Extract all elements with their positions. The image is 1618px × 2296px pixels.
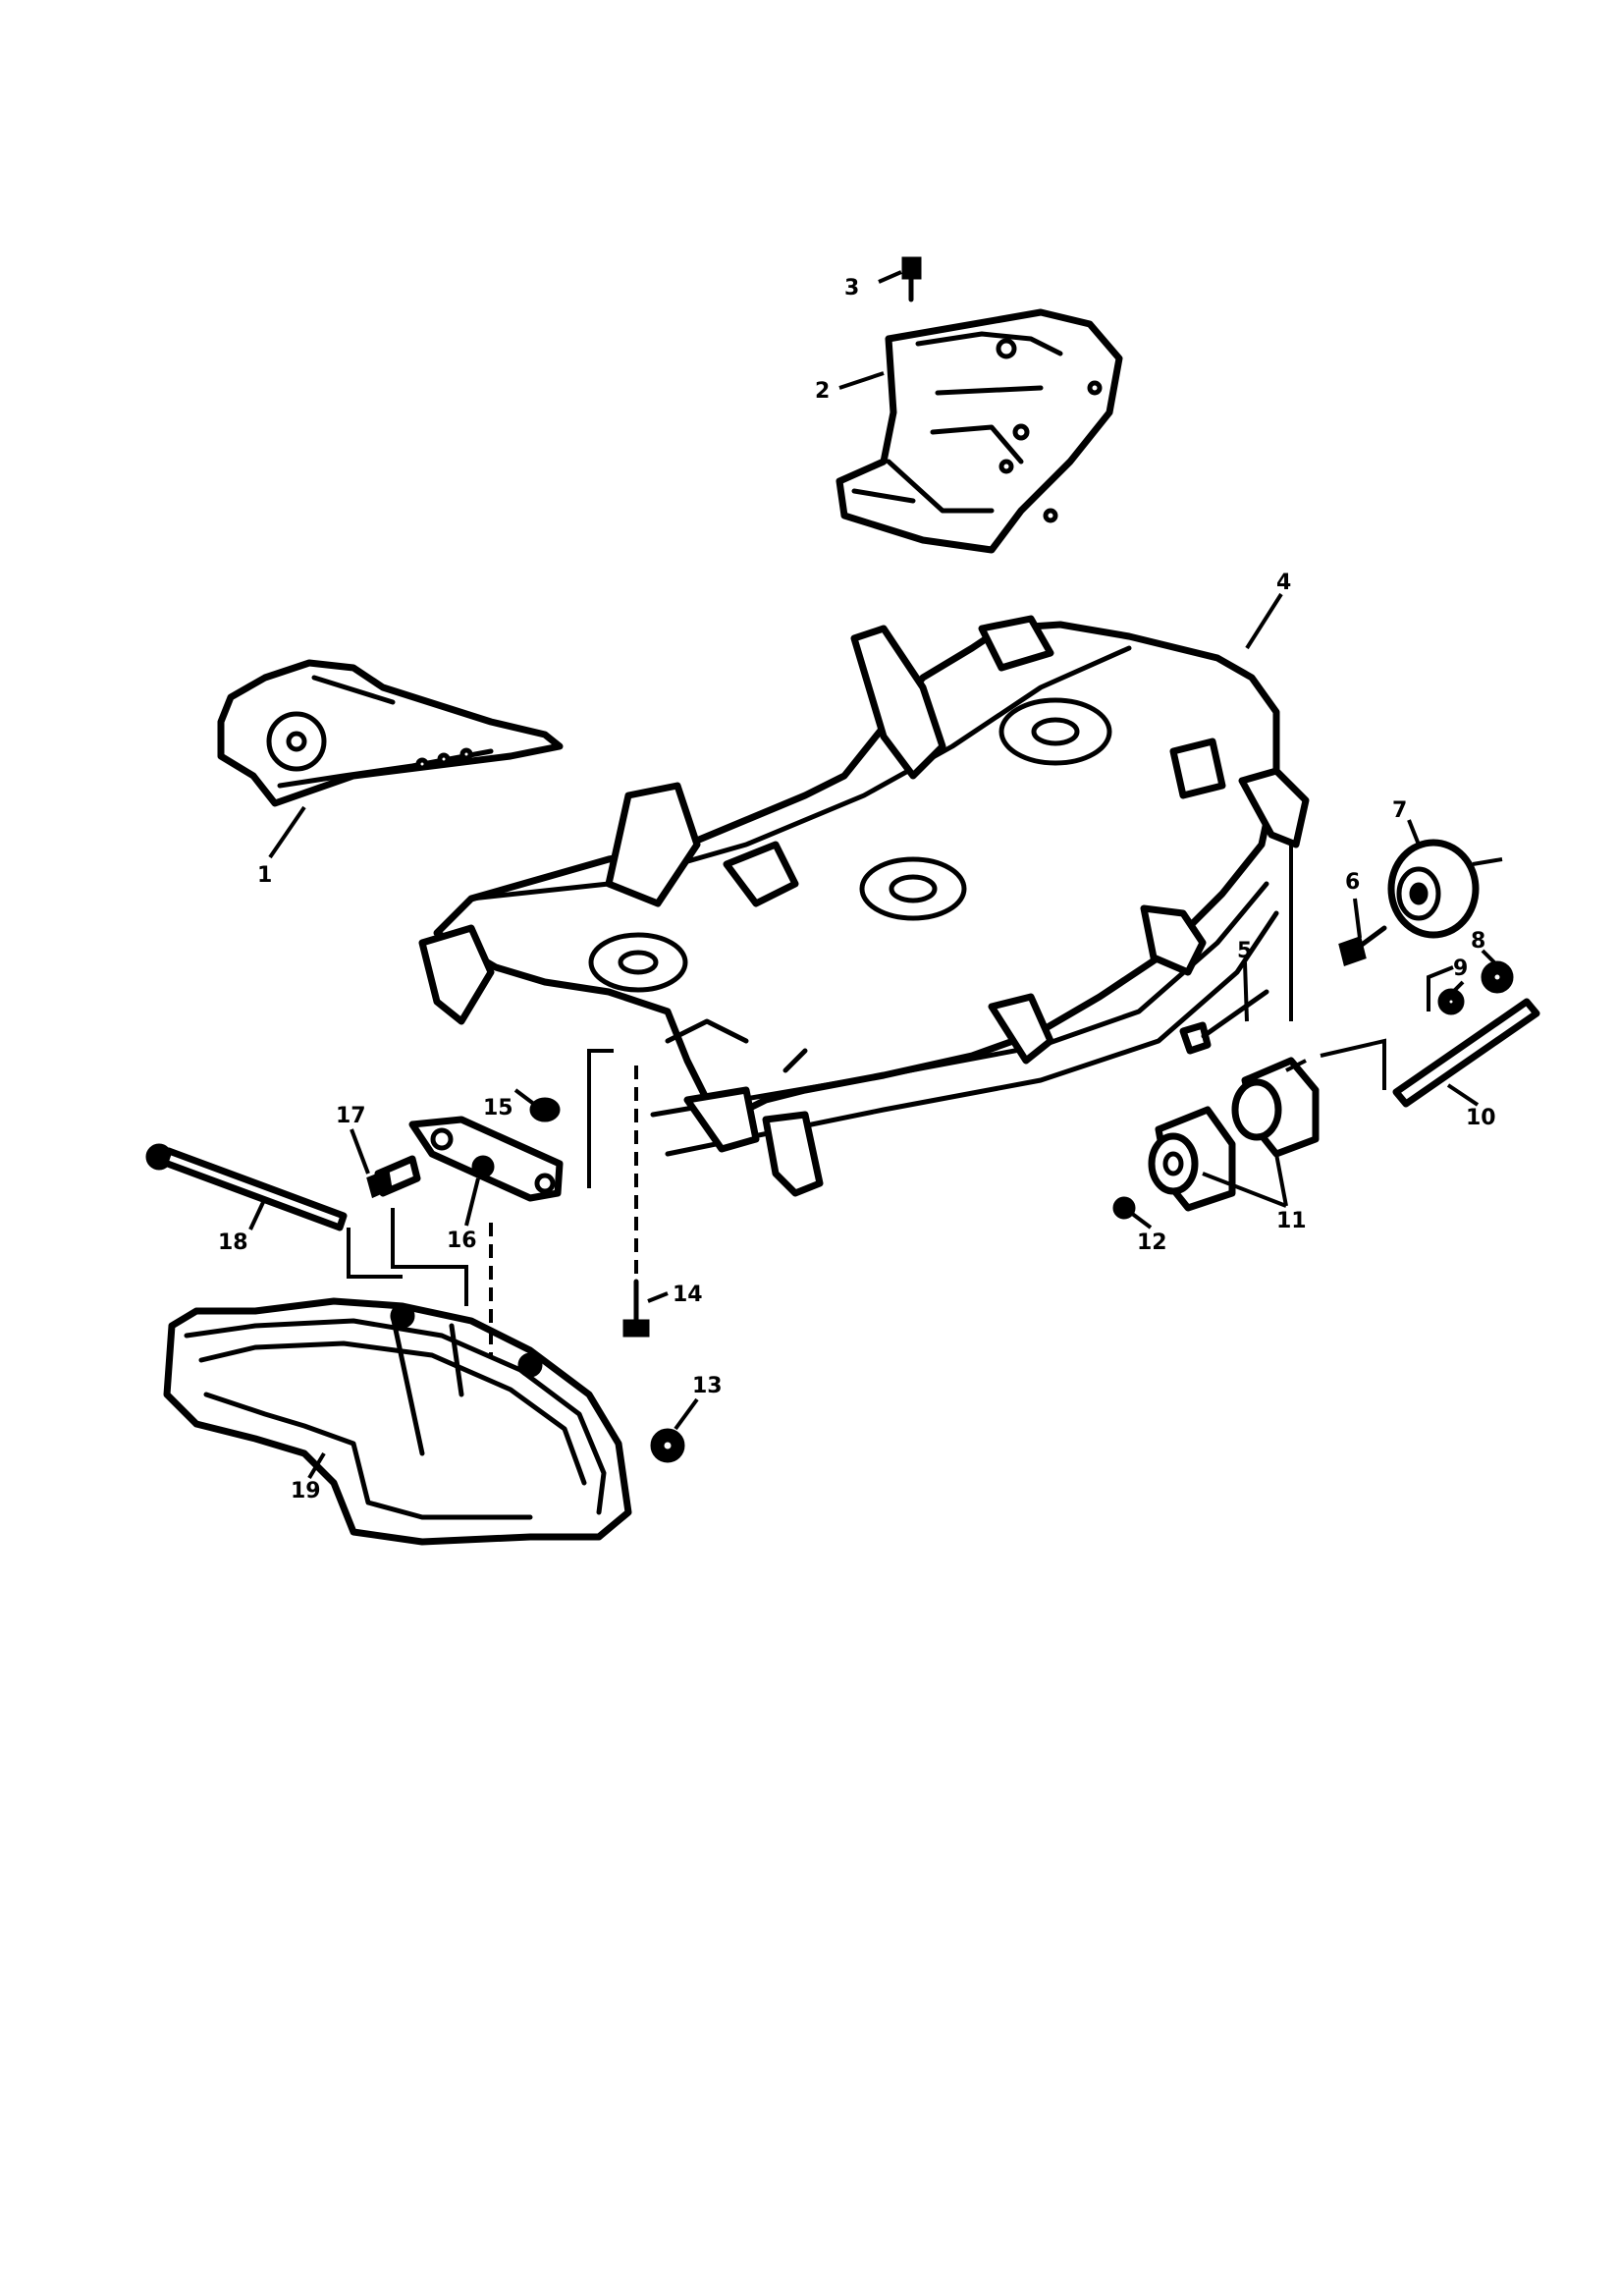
callout-18: 18 — [218, 1230, 248, 1255]
callout-3: 3 — [844, 276, 859, 301]
nut-13 — [650, 1428, 685, 1463]
belt-cover-19 — [163, 1297, 632, 1546]
bolt-5 — [1179, 989, 1269, 1055]
callout-14: 14 — [673, 1283, 703, 1307]
gauge-wheel-7 — [1387, 839, 1480, 939]
roller-11 — [1148, 1057, 1320, 1212]
callout-4: 4 — [1276, 571, 1291, 595]
mower-deck-housing — [418, 615, 1310, 1197]
callout-10: 10 — [1466, 1106, 1496, 1130]
spacer-8 — [1481, 960, 1514, 994]
bolt-17 — [366, 1155, 421, 1199]
callout-12: 12 — [1137, 1230, 1167, 1255]
callout-6: 6 — [1345, 870, 1360, 895]
idler-bracket-16 — [408, 1116, 564, 1202]
bolt-6 — [1338, 925, 1387, 966]
callout-1: 1 — [257, 863, 272, 888]
callout-5: 5 — [1237, 939, 1252, 963]
assembly-bracket-16 — [587, 1049, 614, 1188]
screw-3 — [901, 256, 922, 302]
axle-rod-18 — [145, 1143, 348, 1231]
callout-11: 11 — [1276, 1209, 1307, 1233]
callout-15: 15 — [483, 1096, 513, 1121]
callout-16: 16 — [447, 1229, 477, 1253]
callout-7: 7 — [1392, 798, 1407, 823]
assembly-bracket-9 — [1427, 965, 1454, 1011]
belt-shield-left — [217, 659, 564, 807]
assembly-bracket-17 — [391, 1208, 468, 1306]
assembly-bracket-18 — [347, 1228, 403, 1279]
nut-9 — [1437, 988, 1465, 1015]
belt-shield-upper — [836, 308, 1123, 554]
callout-2: 2 — [815, 379, 830, 404]
callout-17: 17 — [336, 1104, 366, 1128]
assembly-bracket-10 — [1285, 1038, 1386, 1090]
washer-12 — [1112, 1196, 1136, 1220]
callout-leaders — [248, 270, 1496, 1480]
callout-19: 19 — [291, 1479, 321, 1503]
assembly-bracket-7 — [1472, 857, 1503, 866]
axle-rod-10 — [1392, 998, 1540, 1108]
bolt-14 — [622, 1279, 650, 1338]
nut-15 — [529, 1097, 561, 1122]
callout-8: 8 — [1471, 929, 1485, 954]
callout-13: 13 — [692, 1374, 723, 1398]
callout-9: 9 — [1453, 957, 1468, 981]
